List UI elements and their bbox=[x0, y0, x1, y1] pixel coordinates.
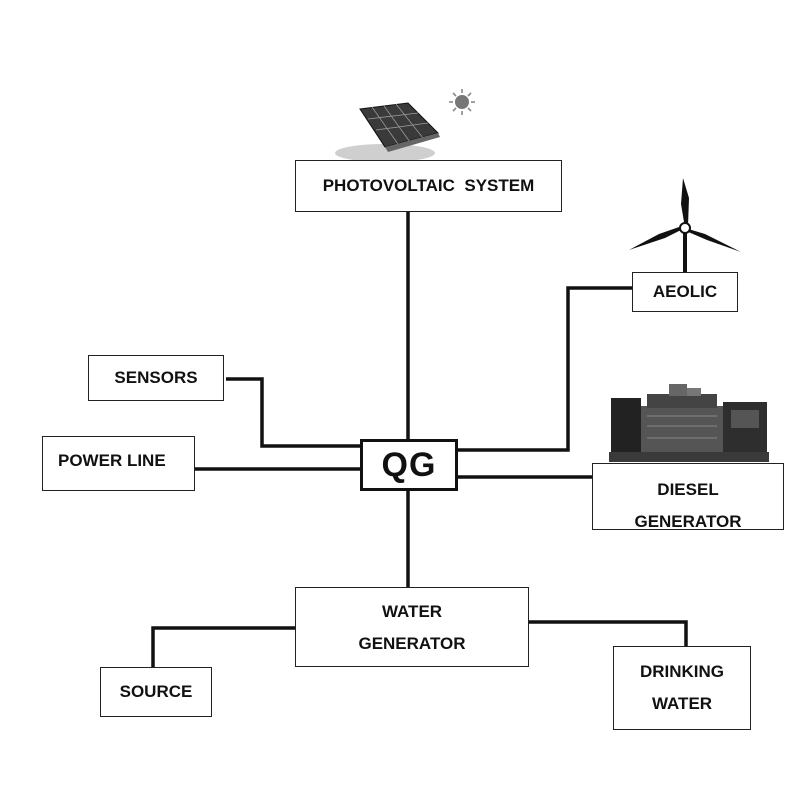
diesel-generator-box: DIESEL GENERATOR bbox=[592, 463, 784, 530]
sun-icon bbox=[449, 89, 475, 115]
link-drinking-water bbox=[529, 620, 688, 646]
qg-label: QG bbox=[381, 445, 437, 484]
link-sensors bbox=[226, 377, 360, 448]
solar-panel-icon bbox=[335, 102, 440, 162]
drinking-water-box: DRINKING WATER bbox=[613, 646, 751, 730]
sensors-box: SENSORS bbox=[88, 355, 224, 401]
diesel-generator-icon bbox=[609, 384, 769, 462]
photovoltaic-system-label: PHOTOVOLTAIC SYSTEM bbox=[322, 176, 535, 195]
source-label: SOURCE bbox=[119, 682, 193, 701]
power-line-box: POWER LINE bbox=[42, 436, 195, 491]
drinking-water-label-line2: WATER bbox=[651, 694, 713, 713]
wind-turbine-icon bbox=[629, 178, 741, 272]
link-source bbox=[151, 626, 295, 667]
photovoltaic-system-box: PHOTOVOLTAIC SYSTEM bbox=[295, 160, 562, 212]
link-aeolic bbox=[458, 286, 632, 452]
drinking-water-label-line1: DRINKING bbox=[639, 662, 725, 681]
power-line-label: POWER LINE bbox=[58, 451, 166, 470]
diesel-label-line2: GENERATOR bbox=[634, 512, 742, 530]
qg-hub: QG bbox=[360, 439, 458, 491]
aeolic-label: AEOLIC bbox=[652, 282, 718, 301]
water-generator-label-line2: GENERATOR bbox=[358, 634, 466, 653]
water-generator-box: WATER GENERATOR bbox=[295, 587, 529, 667]
diesel-label-line1: DIESEL bbox=[657, 480, 719, 499]
source-box: SOURCE bbox=[100, 667, 212, 717]
sensors-label: SENSORS bbox=[114, 368, 198, 387]
aeolic-box: AEOLIC bbox=[632, 272, 738, 312]
water-generator-label-line1: WATER bbox=[381, 602, 443, 621]
